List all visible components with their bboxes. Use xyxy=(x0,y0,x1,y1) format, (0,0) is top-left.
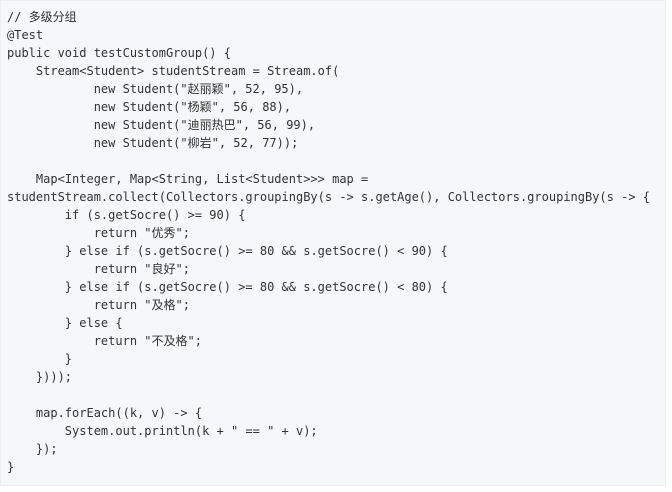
code-line xyxy=(7,386,665,404)
code-line: Stream<Student> studentStream = Stream.o… xyxy=(7,64,340,78)
code-line xyxy=(7,152,665,170)
code-line: new Student("杨颖", 56, 88), xyxy=(7,100,292,114)
code-line: } xyxy=(7,352,73,366)
code-line: map.forEach((k, v) -> { xyxy=(7,406,203,420)
code-line: public void testCustomGroup() { xyxy=(7,46,231,60)
code-line: Map<Integer, Map<String, List<Student>>>… xyxy=(7,172,369,186)
code-line: new Student("柳岩", 52, 77)); xyxy=(7,136,299,150)
code-line: }))); xyxy=(7,370,73,384)
code-line: if (s.getSocre() >= 90) { xyxy=(7,208,246,222)
code-line: new Student("迪丽热巴", 56, 99), xyxy=(7,118,316,132)
code-line: new Student("赵丽颖", 52, 95), xyxy=(7,82,304,96)
code-line: @Test xyxy=(7,28,44,42)
code-line: return "不及格"; xyxy=(7,334,202,348)
code-line: return "良好"; xyxy=(7,262,190,276)
code-line: } else if (s.getSocre() >= 80 && s.getSo… xyxy=(7,244,448,258)
code-block: // 多级分组 @Test public void testCustomGrou… xyxy=(0,0,666,486)
code-line: System.out.println(k + " == " + v); xyxy=(7,424,318,438)
code-line: }); xyxy=(7,442,58,456)
code-line: } else if (s.getSocre() >= 80 && s.getSo… xyxy=(7,280,448,294)
code-line: // 多级分组 xyxy=(7,10,77,24)
code-line: } xyxy=(7,460,15,474)
code-line: return "及格"; xyxy=(7,298,190,312)
code-line: } else { xyxy=(7,316,123,330)
code-line: studentStream.collect(Collectors.groupin… xyxy=(7,190,650,204)
code-line: return "优秀"; xyxy=(7,226,190,240)
